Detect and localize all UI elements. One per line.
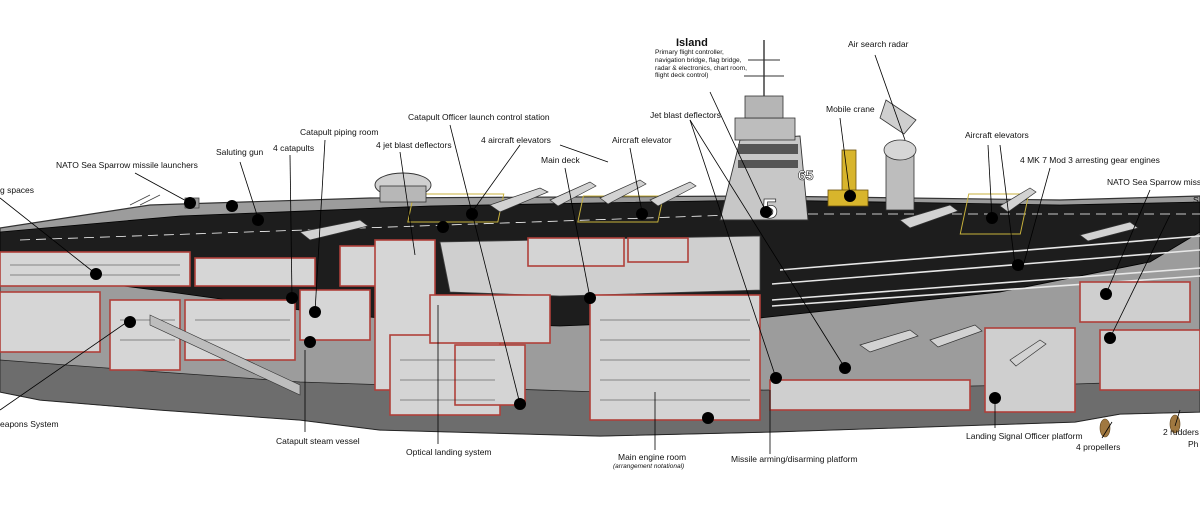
callout-dot [839, 362, 851, 374]
label-aircraft-elevators: Aircraft elevators [965, 130, 1029, 140]
callout-dot [702, 412, 714, 424]
callout-dot [124, 316, 136, 328]
radome [374, 172, 432, 203]
label-catapult-officer: Catapult Officer launch control station [408, 112, 550, 122]
label-nato-sea-sparrow-right: NATO Sea Sparrow missi [1107, 177, 1200, 187]
callout-dot [760, 206, 772, 218]
callout-dot [514, 398, 526, 410]
callout-dot [844, 190, 856, 202]
label-main-engine-room-note: (arrangement notational) [613, 463, 685, 470]
aircraft [299, 179, 1139, 367]
label-missile-platform: Missile arming/disarming platform [731, 454, 858, 464]
label-four-aircraft-elevators: 4 aircraft elevators [481, 135, 551, 145]
leader-lines [0, 54, 1181, 454]
label-two-rudders: 2 rudders [1163, 427, 1199, 437]
callout-dot [1104, 332, 1116, 344]
label-living-spaces: g spaces [0, 185, 35, 195]
label-four-jet-blast-deflectors: 4 jet blast deflectors [376, 140, 452, 150]
label-catapult-piping-room: Catapult piping room [300, 127, 379, 137]
callout-dot [986, 212, 998, 224]
island-base [719, 135, 809, 221]
label-main-engine-room: Main engine room [618, 452, 687, 462]
island-number: 65 [798, 167, 814, 183]
island-structure: 5 65 [719, 40, 814, 224]
callout-dot [1100, 288, 1112, 300]
deck-centerline [19, 213, 1200, 241]
callout-dot [466, 208, 478, 220]
callout-dot [226, 200, 238, 212]
callout-dot [90, 268, 102, 280]
radar-tower [879, 99, 917, 211]
label-air-search-radar: Air search radar [848, 39, 909, 49]
callout-dot [584, 292, 596, 304]
label-main-deck: Main deck [541, 155, 580, 165]
label-four-propellers: 4 propellers [1076, 442, 1121, 452]
label-catapult-steam-vessel: Catapult steam vessel [276, 436, 360, 446]
label-mobile-crane: Mobile crane [826, 104, 875, 114]
label-island-title: Island [676, 37, 708, 49]
label-optical-landing-system: Optical landing system [406, 447, 492, 457]
callout-dots [90, 190, 1116, 424]
label-jet-blast-deflectors: Jet blast deflectors [650, 110, 721, 120]
machinery-detail [10, 264, 750, 401]
compartments-center [389, 237, 761, 421]
label-island-desc: Primary flight controller, navigation br… [655, 49, 747, 80]
callout-dot [304, 336, 316, 348]
label-weapons-system: eapons System [0, 419, 59, 429]
label-landing-signal-officer: Landing Signal Officer platform [966, 431, 1083, 441]
callout-dot [770, 372, 782, 384]
callout-dot [636, 208, 648, 220]
label-nato-sea-sparrow-left: NATO Sea Sparrow missile launchers [56, 160, 198, 170]
callout-dot [184, 197, 196, 209]
label-aircraft-elevator: Aircraft elevator [612, 135, 672, 145]
label-four-catapults: 4 catapults [273, 143, 315, 153]
propellers [1099, 414, 1181, 438]
label-right-edge-ph: Ph [1188, 439, 1199, 449]
deck-lines [771, 235, 1200, 307]
callout-dot [437, 221, 449, 233]
callout-dot [1012, 259, 1024, 271]
label-saluting-gun: Saluting gun [216, 147, 264, 157]
label-arresting-gear: 4 MK 7 Mod 3 arresting gear engines [1020, 155, 1160, 165]
callout-dot [309, 306, 321, 318]
callout-dot [989, 392, 1001, 404]
ramp [149, 314, 301, 396]
label-right-edge-s: S [1193, 195, 1199, 205]
compartments-stern [769, 281, 1200, 413]
callout-dot [286, 292, 298, 304]
callout-dot [252, 214, 264, 226]
